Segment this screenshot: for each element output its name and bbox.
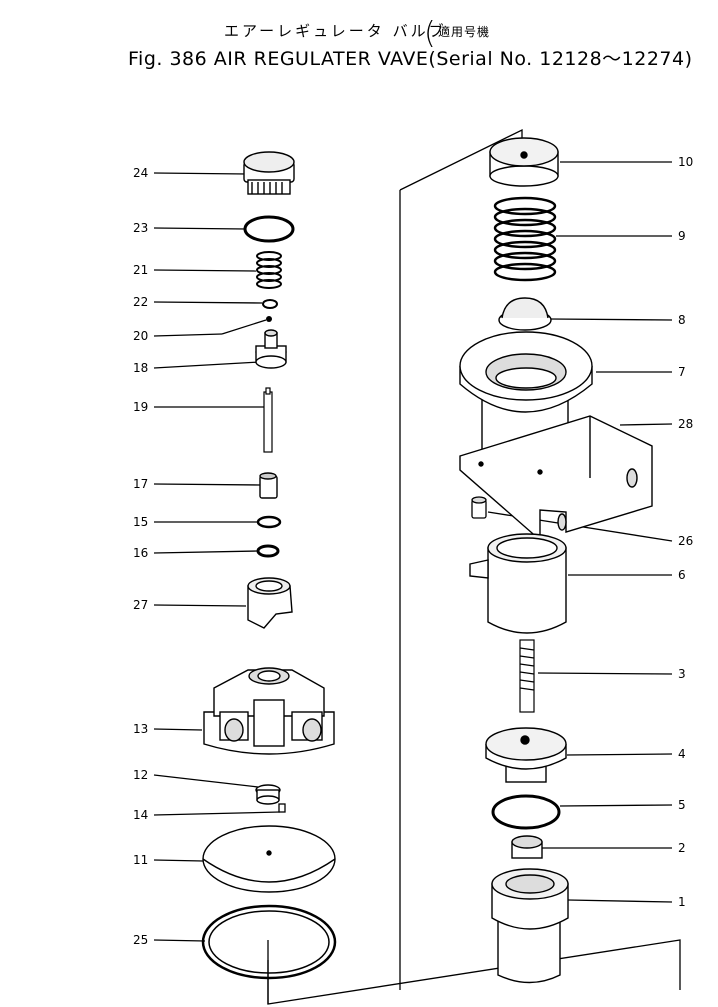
part-14-screw: [278, 803, 286, 813]
label-16: 16: [133, 546, 148, 560]
label-5: 5: [678, 798, 686, 812]
label-21: 21: [133, 263, 148, 277]
leader-24: [153, 172, 248, 175]
serial-range: Serial No. 12128～12274: [436, 48, 685, 70]
label-28: 28: [678, 417, 693, 431]
label-7: 7: [678, 365, 686, 379]
part-23-oring: [243, 215, 295, 243]
title-japanese: エアーレギュレータ バルブ: [224, 22, 447, 40]
part-18-seat: [255, 329, 287, 369]
leader-20a: [153, 333, 223, 337]
label-23: 23: [133, 221, 148, 235]
part-17-nut: [259, 472, 278, 499]
label-1: 1: [678, 895, 686, 909]
leader-16: [153, 550, 259, 554]
label-4: 4: [678, 747, 686, 761]
left-labels: 24 23 21 22 20 18 19 17 15 16 27 13 12 1…: [133, 166, 148, 947]
right-labels: 10 9 8 7 28 26 6 3 4 5 2 1: [678, 155, 693, 909]
label-25: 25: [133, 933, 148, 947]
label-11: 11: [133, 853, 148, 867]
label-18: 18: [133, 361, 148, 375]
leader-11: [153, 859, 204, 862]
leader-1: [567, 899, 673, 903]
part-19-pin: [263, 387, 273, 453]
part-28-bracket: [459, 415, 653, 542]
part-26-screw: [471, 496, 487, 519]
part-16-oring: [256, 544, 280, 558]
label-19: 19: [133, 400, 148, 414]
part-13-body: [203, 667, 335, 755]
label-20: 20: [133, 329, 148, 343]
part-25-ring: [201, 904, 337, 980]
part-21-spring: [256, 251, 282, 289]
label-6: 6: [678, 568, 686, 582]
leader-4: [566, 753, 673, 756]
part-4-cap: [485, 727, 567, 783]
label-26: 26: [678, 534, 693, 548]
leader-23: [153, 227, 247, 230]
leader-8: [549, 318, 673, 321]
leader-3: [537, 672, 673, 675]
leader-27: [153, 604, 247, 607]
leader-12: [153, 774, 259, 788]
label-27: 27: [133, 598, 148, 612]
label-24: 24: [133, 166, 148, 180]
label-3: 3: [678, 667, 686, 681]
figure-title-main: Fig. 386 AIR REGULATER VAVE: [128, 48, 429, 70]
label-10: 10: [678, 155, 693, 169]
part-5-oring: [491, 794, 561, 830]
leader-20b: [221, 319, 267, 335]
part-6-cylinder: [469, 533, 567, 634]
leader-17: [153, 483, 261, 486]
paren-open: (: [424, 16, 436, 51]
part-20-ball: [266, 316, 272, 322]
label-2: 2: [678, 841, 686, 855]
label-17: 17: [133, 477, 148, 491]
label-8: 8: [678, 313, 686, 327]
part-1-body: [491, 868, 569, 984]
leader-5: [559, 804, 673, 807]
part-15-washer: [256, 515, 282, 529]
leader-28: [619, 423, 673, 426]
part-2-nut: [511, 835, 543, 859]
leader-25: [153, 939, 206, 942]
paren-close: ): [684, 48, 693, 70]
label-14: 14: [133, 808, 148, 822]
label-9: 9: [678, 229, 686, 243]
part-22-ring: [262, 299, 278, 309]
label-12: 12: [133, 768, 148, 782]
part-10-cap: [489, 137, 559, 187]
part-27-sleeve: [247, 577, 293, 629]
leader-18: [153, 361, 261, 369]
assembly-bottom-bracket: [267, 939, 681, 1005]
title-japanese-applicable: 適用号機: [438, 25, 491, 39]
part-11-diaphragm: [202, 825, 336, 893]
leader-14: [153, 811, 281, 816]
part-9-spring: [493, 196, 557, 282]
leader-13: [153, 728, 203, 731]
part-3-stud: [519, 639, 535, 713]
figure-title: Fig. 386 AIR REGULATER VAVE(Serial No. 1…: [128, 44, 693, 71]
paren-serial: (: [428, 48, 437, 70]
leader-22: [153, 301, 263, 304]
part-24-cap: [243, 151, 295, 195]
part-12-nut: [255, 784, 281, 805]
label-15: 15: [133, 515, 148, 529]
part-8-seat: [498, 297, 552, 331]
label-13: 13: [133, 722, 148, 736]
label-22: 22: [133, 295, 148, 309]
leader-21: [153, 269, 257, 272]
